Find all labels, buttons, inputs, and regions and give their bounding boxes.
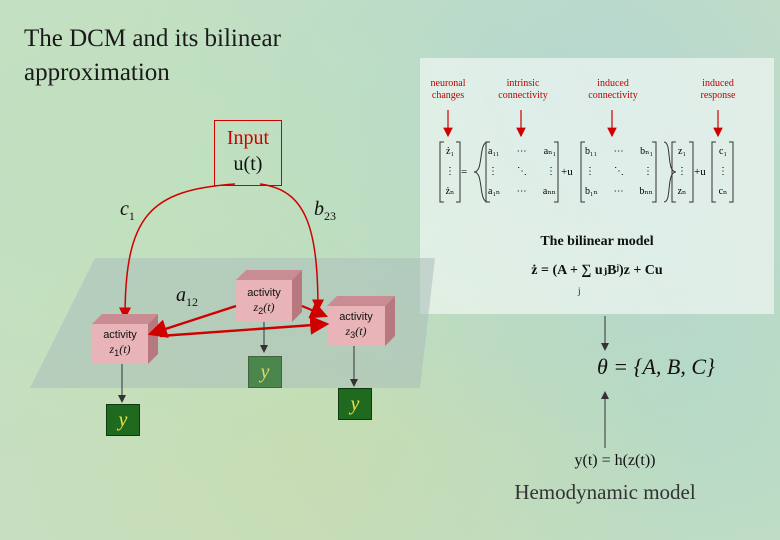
input-box: Input u(t) xyxy=(214,120,282,186)
theta-parameters: θ = {A, B, C} xyxy=(597,354,715,379)
bilinear-model-panel xyxy=(420,58,774,314)
input-label: Input xyxy=(226,127,270,149)
region-label-z2: activity z2(t) xyxy=(247,287,281,317)
hemodynamic-model-label: Hemodynamic model xyxy=(514,480,696,504)
region-box-z2 xyxy=(236,270,302,322)
region-label-z1: activity z1(t) xyxy=(103,329,137,359)
output-y1: y xyxy=(106,404,140,436)
slide-title: The DCM and its bilinear approximation xyxy=(24,22,344,90)
observation-equation: y(t) = h(z(t)) xyxy=(574,452,656,469)
output-y2: y xyxy=(248,356,282,388)
matrix-equals: = xyxy=(461,166,468,178)
matrix-a: a₁₁⋯aₙ₁ ⋮⋱⋮ a₁ₙ⋯aₙₙ xyxy=(488,146,556,197)
arrow-z1-to-z3 xyxy=(159,315,330,338)
bilinear-equation: ż = (A + ∑ uⱼBʲ)z + Cu xyxy=(531,263,663,278)
arrow-z2-to-z3 xyxy=(301,301,329,319)
region-label-z3: activity z3(t) xyxy=(339,311,373,341)
arrow-z2-to-z1 xyxy=(147,304,237,338)
equation-title: The bilinear model xyxy=(540,234,654,249)
title-line2: approximation xyxy=(24,59,170,86)
title-line1: The DCM and its bilinear xyxy=(24,25,281,52)
region-box-z3 xyxy=(327,296,395,346)
input-signal: u(t) xyxy=(233,153,263,175)
output-y3: y xyxy=(338,388,372,420)
coef-b23: b23 xyxy=(314,198,336,223)
matrix-brackets xyxy=(439,141,734,203)
matrix-lhs: ż₁⋮żₙ xyxy=(445,146,455,197)
matrix-z: z₁⋮zₙ xyxy=(677,146,687,197)
matrix-c: c₁⋮cₙ xyxy=(718,146,728,197)
sum-index: j xyxy=(578,286,581,296)
matrix-b: b₁₁⋯bₙ₁ ⋮⋱⋮ b₁ₙ⋯bₙₙ xyxy=(585,146,653,197)
matrix-plus-u2: +u xyxy=(694,166,706,178)
coef-c1: c1 xyxy=(120,198,135,223)
coef-a12: a12 xyxy=(176,284,198,309)
arrow-input-to-z1 xyxy=(119,183,236,320)
arrow-input-to-b23 xyxy=(259,183,324,312)
matrix-plus-u: +u xyxy=(561,166,573,178)
